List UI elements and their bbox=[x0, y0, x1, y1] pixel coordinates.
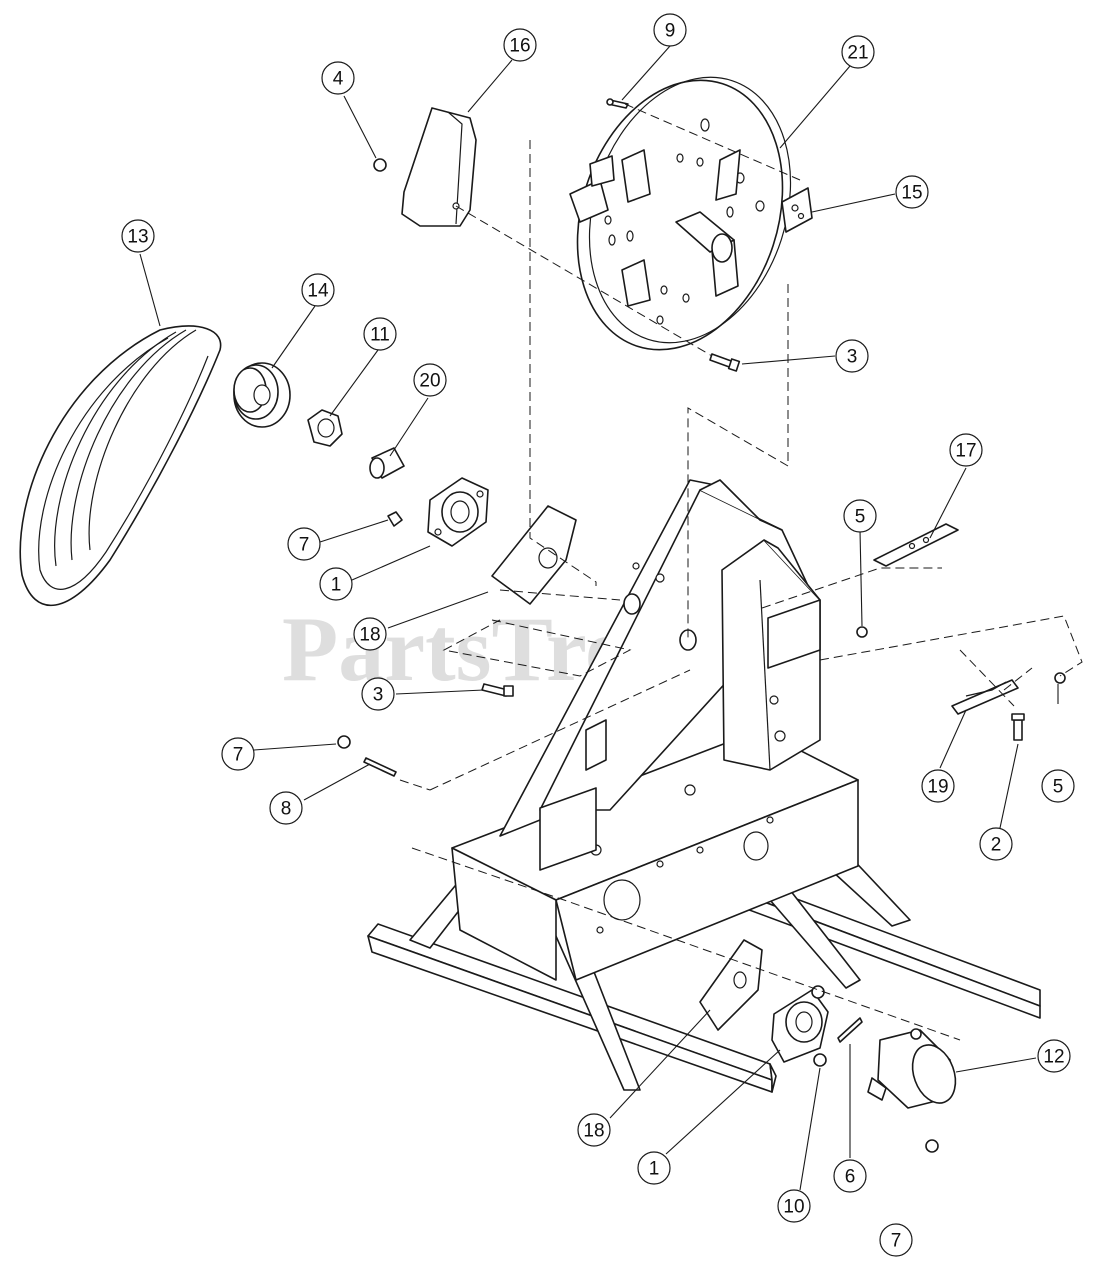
nut-7a-part[interactable] bbox=[387, 511, 403, 527]
callout-5-lower[interactable]: 5 bbox=[1041, 769, 1075, 803]
rotor-disc-part[interactable] bbox=[544, 51, 823, 377]
callout-1-upper[interactable]: 1 bbox=[319, 567, 353, 601]
svg-text:9: 9 bbox=[665, 21, 676, 42]
callout-18-lower[interactable]: 18 bbox=[577, 1113, 611, 1147]
svg-text:16: 16 bbox=[509, 36, 530, 57]
svg-text:8: 8 bbox=[281, 799, 292, 820]
callout-5-upper[interactable]: 5 bbox=[843, 499, 877, 533]
callout-17[interactable]: 17 bbox=[949, 433, 983, 467]
svg-text:18: 18 bbox=[583, 1121, 604, 1142]
svg-text:5: 5 bbox=[1053, 777, 1064, 798]
callout-7-lower[interactable]: 7 bbox=[879, 1223, 913, 1257]
svg-text:4: 4 bbox=[333, 69, 344, 90]
svg-text:21: 21 bbox=[847, 43, 868, 64]
callout-10[interactable]: 10 bbox=[777, 1189, 811, 1223]
hub-part[interactable] bbox=[307, 409, 343, 447]
bolt-2-part[interactable] bbox=[1011, 713, 1025, 741]
callouts: 9 16 21 4 15 13 14 11 20 3 17 5 7 1 18 3… bbox=[121, 13, 1075, 1257]
screw-9-part[interactable] bbox=[606, 98, 629, 109]
callout-4[interactable]: 4 bbox=[321, 61, 355, 95]
callout-8[interactable]: 8 bbox=[269, 791, 303, 825]
callout-20[interactable]: 20 bbox=[413, 363, 447, 397]
nut-5b-part[interactable] bbox=[1054, 672, 1066, 684]
callout-9[interactable]: 9 bbox=[653, 13, 687, 47]
flange-bearing-lower-part[interactable] bbox=[771, 985, 829, 1063]
callout-16[interactable]: 16 bbox=[503, 28, 537, 62]
nut-5a-part[interactable] bbox=[856, 626, 868, 638]
callout-19[interactable]: 19 bbox=[921, 769, 955, 803]
callout-6[interactable]: 6 bbox=[833, 1159, 867, 1193]
callout-14[interactable]: 14 bbox=[301, 273, 335, 307]
v-belt-part[interactable] bbox=[19, 325, 222, 607]
callout-11[interactable]: 11 bbox=[363, 317, 397, 351]
pin-8-part[interactable] bbox=[363, 757, 397, 777]
callout-3-lower[interactable]: 3 bbox=[361, 677, 395, 711]
svg-text:5: 5 bbox=[855, 507, 866, 528]
knife-part[interactable] bbox=[781, 187, 813, 233]
svg-text:7: 7 bbox=[299, 535, 310, 556]
svg-text:3: 3 bbox=[847, 347, 858, 368]
svg-text:6: 6 bbox=[845, 1167, 856, 1188]
callout-21[interactable]: 21 bbox=[841, 35, 875, 69]
bushing-part[interactable] bbox=[369, 447, 405, 479]
svg-text:13: 13 bbox=[127, 227, 148, 248]
callout-7-upper[interactable]: 7 bbox=[287, 527, 321, 561]
svg-text:3: 3 bbox=[373, 685, 384, 706]
nut-part[interactable] bbox=[373, 158, 387, 172]
callout-1-lower[interactable]: 1 bbox=[637, 1151, 671, 1185]
leader-lines bbox=[139, 45, 1059, 1191]
nut-7b-part[interactable] bbox=[337, 735, 351, 749]
shaft-cover-part[interactable] bbox=[867, 1028, 963, 1109]
callout-18-upper[interactable]: 18 bbox=[353, 617, 387, 651]
callout-3-upper[interactable]: 3 bbox=[835, 339, 869, 373]
nut-10-part[interactable] bbox=[813, 1053, 827, 1067]
svg-text:2: 2 bbox=[991, 835, 1002, 856]
nut-7c-part[interactable] bbox=[925, 1139, 939, 1153]
svg-text:11: 11 bbox=[370, 325, 390, 346]
svg-text:7: 7 bbox=[233, 745, 244, 766]
callout-7-mid[interactable]: 7 bbox=[221, 737, 255, 771]
key-part[interactable] bbox=[837, 1017, 863, 1043]
svg-text:10: 10 bbox=[783, 1197, 804, 1218]
bolt-upper-part[interactable] bbox=[709, 353, 741, 372]
svg-text:17: 17 bbox=[955, 441, 976, 462]
blade-17-part[interactable] bbox=[873, 523, 959, 567]
callout-12[interactable]: 12 bbox=[1037, 1039, 1071, 1073]
callout-15[interactable]: 15 bbox=[895, 175, 929, 209]
bearing-bracket-lower-part[interactable] bbox=[699, 939, 763, 1031]
svg-text:20: 20 bbox=[419, 371, 440, 392]
callout-2[interactable]: 2 bbox=[979, 827, 1013, 861]
callout-13[interactable]: 13 bbox=[121, 219, 155, 253]
svg-text:18: 18 bbox=[359, 625, 380, 646]
svg-text:15: 15 bbox=[901, 183, 922, 204]
svg-text:1: 1 bbox=[649, 1159, 660, 1180]
pulley-part[interactable] bbox=[233, 362, 291, 428]
svg-text:19: 19 bbox=[927, 777, 948, 798]
assembly-lines bbox=[399, 103, 1083, 1041]
main-frame-part[interactable] bbox=[367, 479, 1041, 1093]
svg-text:1: 1 bbox=[331, 575, 342, 596]
shield-part[interactable] bbox=[401, 107, 477, 227]
svg-text:14: 14 bbox=[307, 281, 329, 302]
svg-text:7: 7 bbox=[891, 1231, 902, 1252]
svg-text:12: 12 bbox=[1043, 1047, 1064, 1068]
bearing-bracket-upper-part[interactable] bbox=[491, 505, 577, 605]
flange-bearing-upper-part[interactable] bbox=[427, 477, 489, 547]
blade-19-part[interactable] bbox=[951, 679, 1019, 715]
bolt-lower-part[interactable] bbox=[481, 683, 514, 697]
